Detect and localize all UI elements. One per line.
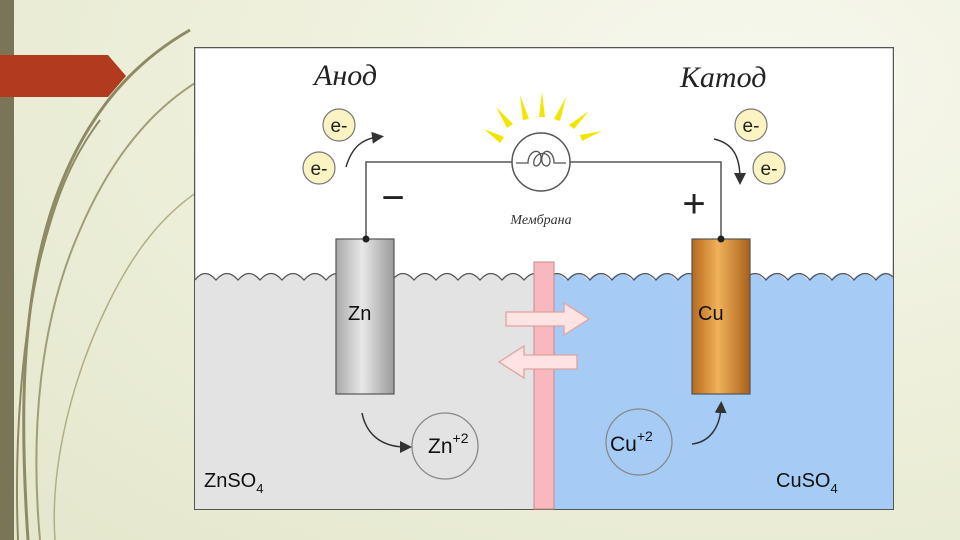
copper-ion-charge: +2: [637, 428, 653, 444]
electron-left-bottom: e-: [302, 151, 336, 185]
arrow-tab-shape: [0, 55, 126, 97]
zinc-ion: Zn+2: [411, 412, 479, 480]
copper-sulfate-label: CuSO4: [776, 470, 838, 496]
light-bulb-icon: [484, 92, 602, 192]
copper-ion: Cu+2: [605, 408, 673, 476]
cathode-title: Катод: [679, 61, 766, 94]
svg-text:Cu+2: Cu+2: [610, 428, 653, 456]
decorative-swoosh: [15, 28, 200, 540]
zinc-sulfate-label: ZnSO4: [204, 470, 263, 496]
svg-text:Zn+2: Zn+2: [428, 430, 469, 458]
zinc-ion-charge: +2: [453, 430, 469, 446]
electron-left-top: e-: [322, 108, 356, 142]
electron-right-bottom: e-: [752, 151, 786, 185]
electron-label: e-: [311, 159, 328, 180]
zinc-electrode: [335, 238, 395, 395]
electron-label: e-: [331, 116, 348, 137]
electron-label: e-: [761, 159, 778, 180]
wire-left: [365, 161, 512, 239]
zinc-dissolve-arrow: [361, 412, 412, 453]
ion-flow-right-arrow: [505, 301, 591, 337]
membrane-wall: [533, 261, 555, 510]
copper-deposit-arrow: [691, 401, 727, 445]
slide-marker-arrow: [0, 55, 126, 97]
electron-flow-arrow-right: [713, 138, 746, 185]
zinc-terminal-dot: [362, 235, 370, 243]
galvanic-cell-diagram: Zn Cu Анод Катод Мембрана − + e- e- e- e…: [194, 47, 894, 510]
electron-label: e-: [743, 116, 760, 137]
zinc-ion-symbol: Zn: [428, 435, 453, 458]
copper-electrode-label: Cu: [698, 303, 724, 325]
minus-sign: −: [381, 176, 404, 220]
plus-sign: +: [682, 182, 705, 226]
left-accent-bar: [0, 0, 14, 540]
ion-flow-left-arrow: [497, 344, 578, 380]
anode-title: Анод: [312, 59, 377, 92]
membrane-label: Мембрана: [509, 213, 571, 228]
copper-electrode: [691, 238, 751, 395]
electron-flow-arrow-left: [345, 131, 384, 168]
electron-right-top: e-: [734, 108, 768, 142]
wire-right: [570, 161, 722, 239]
zinc-electrode-label: Zn: [348, 303, 371, 325]
copper-terminal-dot: [717, 235, 725, 243]
copper-ion-symbol: Cu: [610, 433, 637, 456]
